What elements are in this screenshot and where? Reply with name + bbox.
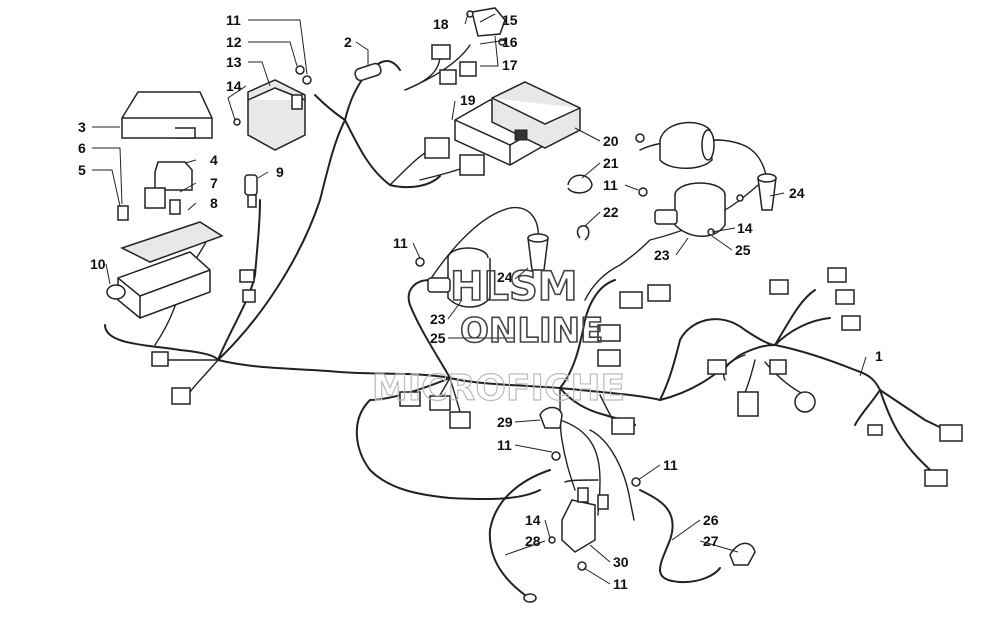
watermark-line-1: HLSM <box>450 264 578 310</box>
fasteners <box>233 38 744 571</box>
callout-8: 8 <box>210 195 218 211</box>
callout-1: 1 <box>875 348 883 364</box>
callout-29: 29 <box>497 414 513 430</box>
callout-11-e: 11 <box>663 457 678 473</box>
starter-motor <box>659 121 715 169</box>
battery-cable-26 <box>639 489 756 584</box>
connector-2 <box>354 62 382 82</box>
callout-2: 2 <box>344 34 352 50</box>
callout-24-a: 24 <box>789 185 805 201</box>
ignition-coil-left <box>427 247 491 308</box>
callout-22: 22 <box>603 204 619 220</box>
callout-19: 19 <box>460 92 476 108</box>
callout-11-d: 11 <box>497 437 512 453</box>
ecu-connectors <box>424 137 485 176</box>
callout-20: 20 <box>603 133 619 149</box>
starter-solenoid <box>561 487 609 553</box>
cable-end-22 <box>576 225 590 241</box>
callout-11-f: 11 <box>613 576 628 592</box>
callout-6: 6 <box>78 140 86 156</box>
callout-25-a: 25 <box>735 242 751 258</box>
watermark-line-3: MICROFICHE <box>372 368 625 409</box>
callout-13: 13 <box>226 54 242 70</box>
callout-17: 17 <box>502 57 518 73</box>
boot-29 <box>539 406 563 429</box>
callout-30: 30 <box>613 554 629 570</box>
fuse-block <box>117 251 211 319</box>
top-connectors <box>431 7 506 85</box>
watermark-line-2: ONLINE <box>460 311 603 351</box>
ignition-coil <box>654 182 726 237</box>
relay <box>144 161 193 209</box>
leader-lines <box>92 13 867 585</box>
clip-ring-10 <box>106 284 126 300</box>
callout-11-c: 11 <box>393 235 408 251</box>
fuse-box-cover <box>121 91 213 139</box>
circuit-board <box>120 221 224 263</box>
ecu-20 <box>491 81 581 149</box>
callout-16: 16 <box>502 34 518 50</box>
callout-21: 21 <box>603 155 619 171</box>
voltage-regulator <box>247 65 306 151</box>
oxygen-sensor <box>239 174 258 303</box>
callout-labels: 1 2 3 4 5 6 7 8 9 10 11 12 13 14 15 16 1… <box>78 12 883 592</box>
callout-5: 5 <box>78 162 86 178</box>
callout-18: 18 <box>433 16 449 32</box>
fuses <box>117 199 181 221</box>
callout-27: 27 <box>703 533 719 549</box>
callout-10: 10 <box>90 256 106 272</box>
callout-25-b: 25 <box>430 330 446 346</box>
callout-7: 7 <box>210 175 218 191</box>
callout-26: 26 <box>703 512 719 528</box>
callout-12: 12 <box>226 34 242 50</box>
callout-14-a: 14 <box>226 78 242 94</box>
callout-11-b: 11 <box>603 177 618 193</box>
callout-23-b: 23 <box>430 311 446 327</box>
center-connectors <box>151 284 671 435</box>
right-connectors <box>707 267 963 487</box>
callout-4: 4 <box>210 152 218 168</box>
callout-14-b: 14 <box>737 220 753 236</box>
callout-9: 9 <box>276 164 284 180</box>
callout-24-b: 24 <box>497 269 513 285</box>
callout-11-a: 11 <box>226 12 241 28</box>
clip-ring-21 <box>567 174 593 194</box>
watermark: HLSM ONLINE MICROFICHE <box>371 263 625 409</box>
cap-24-right <box>757 173 777 211</box>
callout-15: 15 <box>502 12 518 28</box>
callout-14-c: 14 <box>525 512 541 528</box>
battery-cable-28 <box>488 469 551 603</box>
cap-24-left <box>527 233 549 271</box>
callout-28: 28 <box>525 533 541 549</box>
callout-23-a: 23 <box>654 247 670 263</box>
callout-3: 3 <box>78 119 86 135</box>
